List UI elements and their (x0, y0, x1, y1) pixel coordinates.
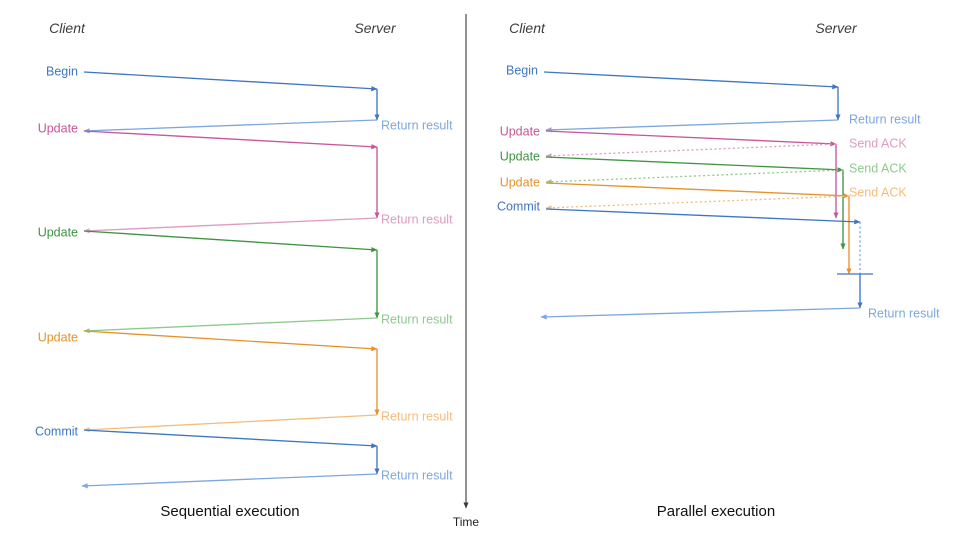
message-label-return-result-1: Return result (849, 112, 921, 126)
message-line-commit (83, 429, 378, 449)
message-label-update-1: Update (38, 121, 78, 135)
message-label-begin: Begin (506, 63, 538, 77)
message-label-send-ack-2: Send ACK (849, 161, 907, 175)
message-line-update-3 (83, 330, 378, 352)
message-label-update-1: Update (500, 124, 540, 138)
message-line-commit (545, 208, 861, 225)
actor-label-server: Server (815, 20, 858, 36)
message-label-update-2: Update (500, 149, 540, 163)
message-label-return-result-1: Return result (381, 118, 453, 132)
message-line-update-3 (545, 182, 850, 199)
message-line-update-2 (545, 156, 844, 173)
message-label-return-result-2: Return result (381, 212, 453, 226)
message-line-return-result-3 (83, 317, 378, 334)
message-label-return-result-5: Return result (381, 468, 453, 482)
actor-label-server: Server (354, 20, 397, 36)
message-label-commit: Commit (35, 424, 79, 438)
actor-label-client: Client (509, 20, 546, 36)
message-line-send-ack-1 (545, 143, 837, 159)
message-line-return-result-2 (83, 217, 378, 234)
message-line-send-ack-2 (545, 169, 844, 185)
message-label-begin: Begin (46, 64, 78, 78)
message-label-return-result-3: Return result (381, 312, 453, 326)
message-line-update-2 (83, 230, 378, 253)
message-line-begin (83, 71, 378, 92)
message-line-return-result-5 (81, 473, 378, 489)
message-line-update-1 (83, 130, 378, 150)
message-label-commit: Commit (497, 199, 541, 213)
message-line-return-result-2 (540, 307, 861, 320)
message-line-return-result-1 (83, 119, 378, 134)
message-label-return-result-2: Return result (868, 306, 940, 320)
message-line-send-ack-3 (545, 195, 850, 211)
message-label-update-3: Update (500, 175, 540, 189)
time-axis-label: Time (453, 515, 480, 529)
message-label-send-ack-1: Send ACK (849, 136, 907, 150)
panel-caption-parallel: Parallel execution (657, 503, 775, 520)
actor-label-client: Client (49, 20, 86, 36)
message-line-begin (543, 71, 839, 90)
message-line-return-result-1 (545, 119, 839, 133)
panel-caption-sequential: Sequential execution (160, 503, 299, 520)
message-label-update-3: Update (38, 330, 78, 344)
message-label-send-ack-3: Send ACK (849, 185, 907, 199)
message-line-return-result-4 (83, 414, 378, 433)
message-label-return-result-4: Return result (381, 409, 453, 423)
message-line-update-1 (545, 130, 837, 147)
message-label-update-2: Update (38, 225, 78, 239)
